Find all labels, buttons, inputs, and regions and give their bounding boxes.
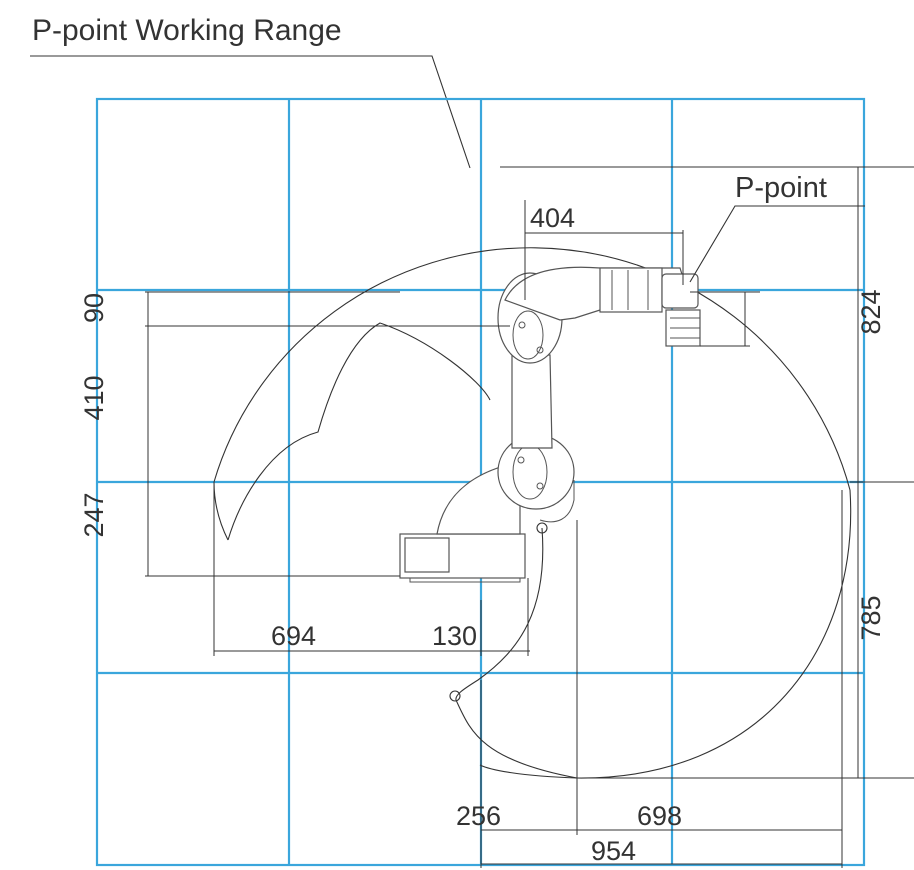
dimension-left-stack: 90 410 247 xyxy=(79,291,510,577)
robot-arm xyxy=(399,266,701,583)
dimension-right-stack: 824 785 xyxy=(856,167,886,778)
svg-text:698: 698 xyxy=(637,801,682,831)
svg-text:954: 954 xyxy=(591,836,636,866)
svg-text:785: 785 xyxy=(856,595,886,640)
working-range-envelope xyxy=(213,247,852,779)
dimension-694-130: 694 130 xyxy=(213,482,530,656)
title-leader-line xyxy=(30,55,471,169)
diagram-title: P-point Working Range xyxy=(32,14,342,47)
svg-text:410: 410 xyxy=(79,375,109,420)
p-point-callout: P-point xyxy=(689,172,865,283)
dimension-bottom: 256 698 954 xyxy=(456,490,843,868)
svg-text:247: 247 xyxy=(79,492,109,537)
svg-text:694: 694 xyxy=(271,621,316,651)
svg-text:256: 256 xyxy=(456,801,501,831)
svg-text:130: 130 xyxy=(432,621,477,651)
svg-text:404: 404 xyxy=(530,203,575,233)
svg-text:90: 90 xyxy=(79,293,109,323)
dimension-404: 404 xyxy=(524,200,684,300)
svg-text:824: 824 xyxy=(856,289,886,334)
p-point-label: P-point xyxy=(735,172,827,204)
